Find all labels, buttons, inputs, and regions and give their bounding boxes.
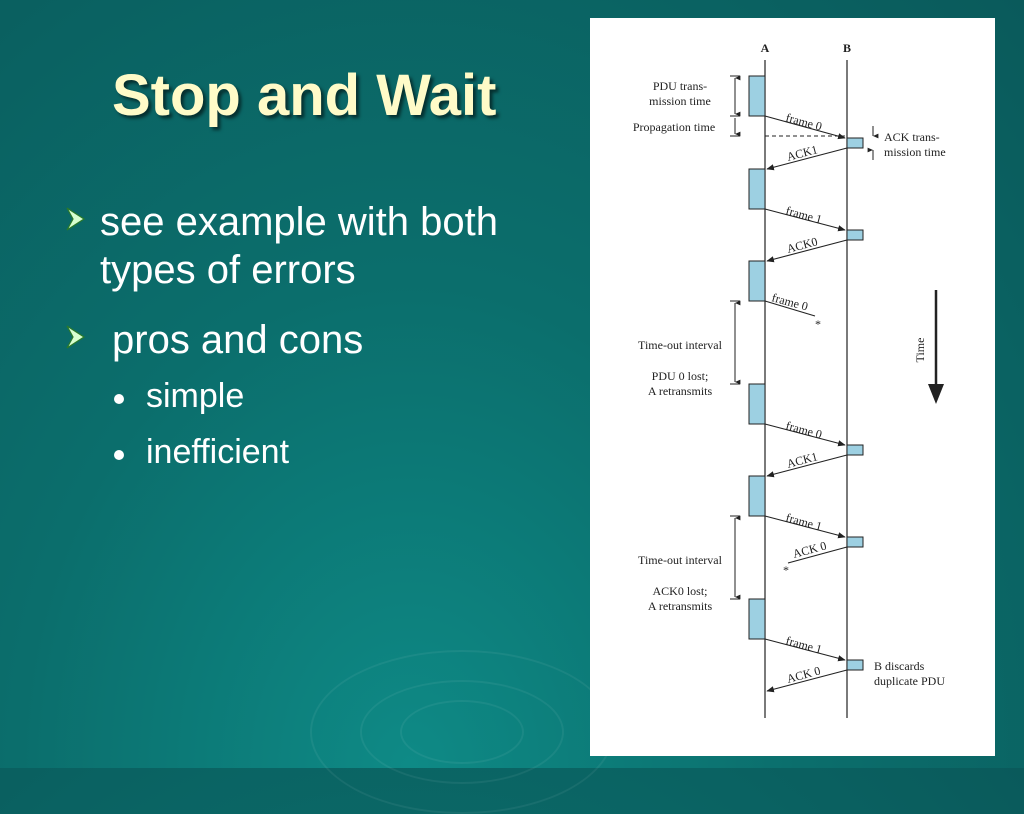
pdu-box (748, 598, 766, 640)
propagation-time-label: Propagation time (633, 120, 715, 134)
message-label: frame 1 (784, 633, 823, 656)
station-a-label: A (761, 41, 770, 55)
message-label: ACK1 (785, 142, 819, 164)
timeout-interval-label: Time-out interval (638, 338, 723, 352)
ack-transmission-time-label: mission time (884, 145, 946, 159)
bullet-text: pros and cons (112, 318, 364, 362)
pdu-box (748, 75, 766, 117)
arrow-ack0-lost (787, 546, 848, 564)
bullet-list: see example with both types of errors pr… (62, 198, 582, 488)
pdu-box (748, 168, 766, 210)
arrow-ack0 (766, 239, 848, 263)
arrow-bullet-icon (66, 325, 86, 349)
pdu-transmission-time-label: mission time (649, 94, 711, 108)
arrow-ack1 (766, 147, 848, 171)
bullet-item: see example with both types of errors (62, 198, 582, 294)
ack-box (846, 137, 864, 149)
arrow-frame0 (764, 115, 846, 140)
pdu-box (748, 475, 766, 517)
arrow-frame1 (764, 208, 846, 232)
stop-and-wait-diagram: A B (633, 41, 946, 718)
message-label: frame 1 (784, 510, 823, 533)
message-label: ACK0 (785, 234, 819, 256)
slide-title: Stop and Wait (112, 63, 497, 128)
bullet-text-line1: see example with both (100, 200, 499, 244)
station-b-label: B (843, 41, 851, 55)
a-transmission-boxes (748, 75, 766, 640)
pdu-box (748, 260, 766, 302)
ack-box (846, 536, 864, 548)
arrow-frame0-retransmit (764, 423, 846, 447)
background-ripple (310, 650, 614, 814)
message-label: frame 1 (784, 203, 823, 226)
message-label: ACK 0 (785, 663, 822, 685)
sub-bullet-item: simple (62, 376, 582, 416)
bullet-item: pros and cons (62, 316, 582, 364)
arrow-bullet-icon (66, 207, 86, 231)
sub-bullet-text: inefficient (146, 433, 290, 471)
b-ack-boxes (846, 137, 864, 671)
b-discards-label: duplicate PDU (874, 674, 945, 688)
diagram-panel: A B (590, 18, 995, 756)
lost-marker-icon: * (783, 563, 789, 577)
pdu0-lost-label: A retransmits (648, 384, 713, 398)
dot-bullet-icon (114, 450, 124, 460)
dot-bullet-icon (114, 394, 124, 404)
b-discards-label: B discards (874, 659, 925, 673)
dimension-brackets (730, 75, 879, 600)
message-label: frame 0 (770, 290, 809, 313)
sub-bullet-item: inefficient (62, 432, 582, 472)
bullet-text-line2: types of errors (100, 248, 356, 292)
ack-box (846, 229, 864, 241)
time-axis-label: Time (913, 338, 927, 363)
arrow-ack0-final (766, 669, 848, 693)
time-axis-arrow-icon (928, 384, 944, 404)
arrow-frame0-lost (764, 300, 816, 317)
ack-box (846, 659, 864, 671)
arrow-frame1-second (764, 515, 846, 539)
ack0-lost-label: A retransmits (648, 599, 713, 613)
ack0-lost-label: ACK0 lost; (652, 584, 707, 598)
message-label: ACK1 (785, 449, 819, 471)
pdu-box (748, 383, 766, 425)
pdu0-lost-label: PDU 0 lost; (652, 369, 709, 383)
timeout-interval-label: Time-out interval (638, 553, 723, 567)
arrow-ack1-second (766, 454, 848, 478)
ack-transmission-time-label: ACK trans- (884, 130, 940, 144)
arrow-frame1-duplicate (764, 638, 846, 662)
ack-box (846, 444, 864, 456)
message-label: frame 0 (784, 110, 823, 133)
message-label: frame 0 (784, 418, 823, 441)
lost-marker-icon: * (815, 317, 821, 331)
sub-bullet-text: simple (146, 377, 245, 415)
pdu-transmission-time-label: PDU trans- (653, 79, 707, 93)
